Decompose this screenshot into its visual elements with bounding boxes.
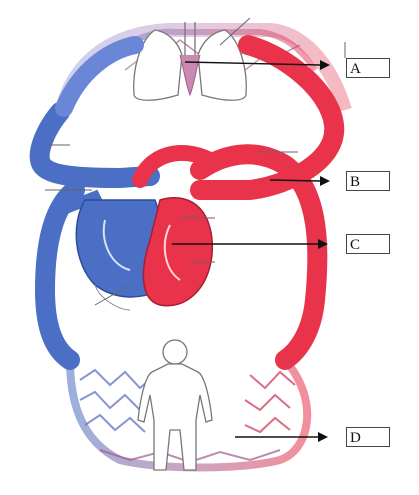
label-D-text: D [350, 430, 361, 446]
label-box-C: C [346, 234, 390, 254]
label-A-text: A [350, 61, 361, 77]
pulmonary-artery-loop [40, 45, 150, 178]
label-B-text: B [350, 174, 360, 190]
heart-icon [76, 198, 212, 310]
human-body-icon [138, 340, 212, 470]
label-box-A: A [346, 58, 390, 78]
label-box-B: B [346, 171, 390, 191]
label-C-text: C [350, 237, 360, 253]
arrow-to-D [235, 432, 328, 442]
label-box-D: D [346, 427, 390, 447]
